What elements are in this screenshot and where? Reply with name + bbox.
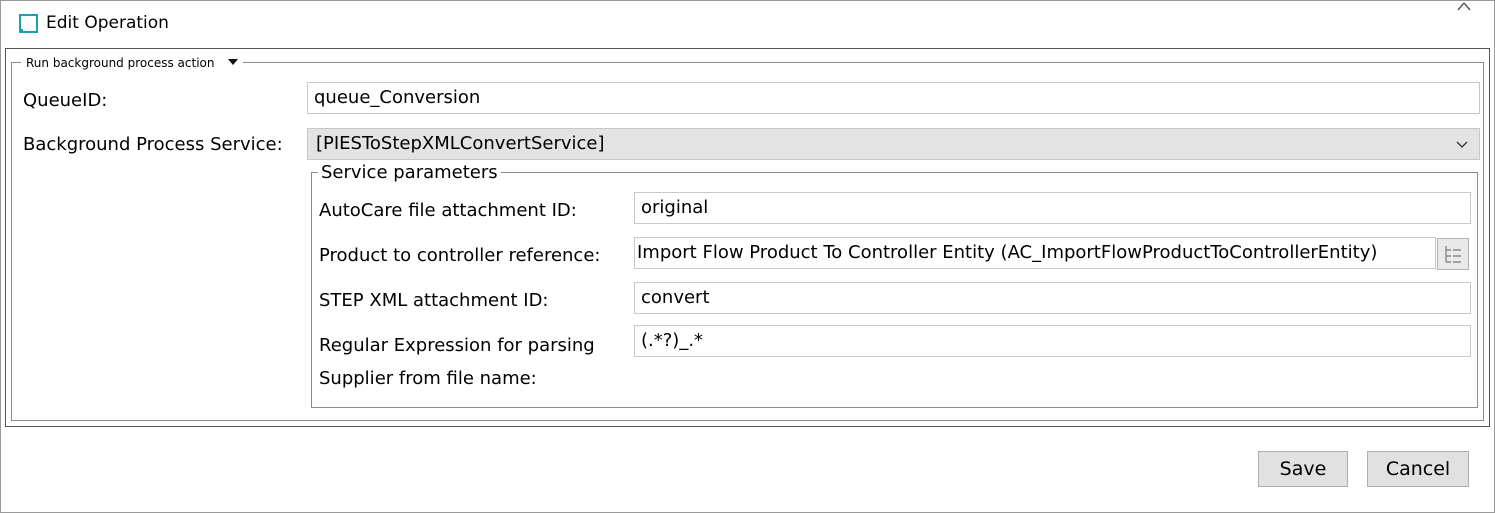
cancel-button[interactable]: Cancel: [1367, 451, 1469, 487]
operation-panel: Run background process action QueueID: q…: [5, 48, 1490, 427]
tree-browse-glyph: [1445, 246, 1461, 263]
window-icon: [19, 14, 38, 33]
queue-id-label: QueueID:: [23, 90, 108, 111]
stepxml-attachment-label: STEP XML attachment ID:: [319, 290, 549, 311]
background-process-service-label: Background Process Service:: [23, 134, 283, 155]
action-group-label: Run background process action: [26, 56, 215, 70]
caret-down-icon[interactable]: [228, 59, 239, 65]
autocare-attachment-label: AutoCare file attachment ID:: [319, 200, 577, 221]
queue-id-field[interactable]: queue_Conversion: [307, 82, 1480, 114]
background-process-service-select[interactable]: [PIESToStepXMLConvertService]: [307, 128, 1480, 160]
product-controller-ref-field[interactable]: Import Flow Product To Controller Entity…: [634, 237, 1436, 269]
service-parameters-group: Service parameters AutoCare file attachm…: [311, 163, 1478, 408]
close-icon[interactable]: [1452, 0, 1476, 15]
action-group: Run background process action QueueID: q…: [11, 56, 1484, 421]
title-bar: Edit Operation: [1, 1, 1494, 47]
close-icon-glyph: [1457, 2, 1471, 11]
product-controller-ref-label: Product to controller reference:: [319, 245, 601, 266]
background-process-service-value: [PIESToStepXMLConvertService]: [316, 133, 605, 154]
chevron-down-icon: [1456, 141, 1468, 148]
autocare-attachment-field[interactable]: original: [634, 192, 1471, 224]
regex-label-line1: Regular Expression for parsing: [319, 335, 595, 356]
save-button[interactable]: Save: [1258, 451, 1348, 487]
window-title: Edit Operation: [46, 13, 169, 33]
regex-label-line2: Supplier from file name:: [319, 368, 537, 389]
tree-browse-icon[interactable]: [1437, 238, 1469, 270]
stepxml-attachment-field[interactable]: convert: [634, 282, 1471, 314]
service-parameters-legend: Service parameters: [318, 163, 501, 183]
regex-field[interactable]: (.*?)_.*: [634, 325, 1471, 357]
action-group-legend[interactable]: Run background process action: [21, 56, 244, 70]
